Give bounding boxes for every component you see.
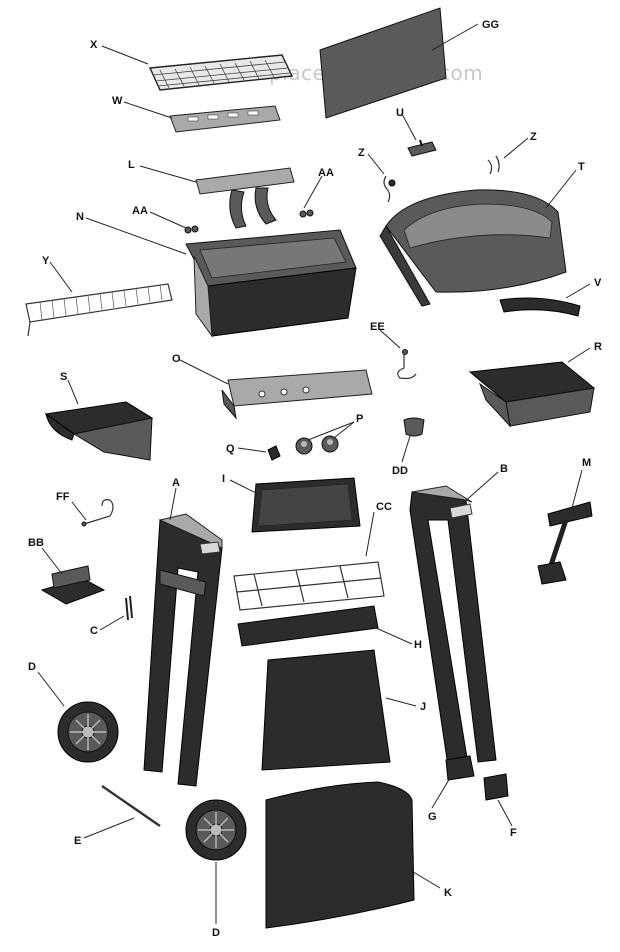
label-O: O: [172, 353, 181, 365]
label-N: N: [76, 211, 84, 223]
igniter-electrode: [407, 139, 437, 157]
label-L: L: [128, 159, 135, 171]
lower-front-panel: [261, 649, 391, 771]
label-R: R: [594, 341, 602, 353]
burner: [195, 167, 295, 229]
label-DD: DD: [392, 465, 408, 477]
label-E: E: [74, 835, 81, 847]
label-Q: Q: [226, 443, 235, 455]
back-panel: [319, 7, 447, 119]
wheel-lower: [185, 799, 247, 861]
label-B: B: [500, 463, 508, 475]
leg-bracket: [445, 755, 475, 781]
label-H: H: [414, 639, 422, 651]
cart-leg-left: [143, 513, 223, 787]
cross-brace: [237, 605, 379, 647]
tank-hook: [81, 499, 114, 527]
label-GG: GG: [482, 19, 499, 31]
axle: [101, 785, 161, 827]
label-V: V: [594, 277, 602, 289]
lid-hinge-pin-right: [487, 155, 500, 175]
label-BB: BB: [28, 537, 44, 549]
label-D-upper: D: [28, 661, 36, 673]
heat-plate: [169, 105, 281, 133]
label-Z-left: Z: [358, 147, 365, 159]
label-A: A: [172, 477, 180, 489]
control-knob-left: [295, 437, 313, 455]
side-shelf-right: [468, 361, 596, 428]
side-shelf-left: [44, 401, 154, 461]
label-F: F: [510, 827, 517, 839]
tank-retainer: [125, 595, 133, 621]
label-D-lower: D: [212, 927, 220, 939]
label-X: X: [90, 39, 98, 51]
label-S: S: [60, 371, 67, 383]
label-T: T: [578, 161, 585, 173]
label-AA-right: AA: [318, 167, 334, 179]
control-knob-right: [321, 435, 339, 453]
lid: [379, 189, 567, 307]
bottom-panel: [265, 781, 415, 929]
front-panel: [251, 477, 361, 533]
control-panel: [221, 369, 373, 420]
label-EE: EE: [370, 321, 385, 333]
label-FF: FF: [56, 491, 70, 503]
lid-hinge-pin-left: [383, 175, 396, 203]
tank-bracket: [40, 565, 106, 605]
label-P: P: [356, 413, 363, 425]
label-Z-right: Z: [530, 131, 537, 143]
leg-foot: [483, 773, 509, 801]
burner-clip-left: [184, 225, 199, 234]
warming-rack: [25, 283, 173, 337]
label-Y: Y: [42, 255, 50, 267]
label-M: M: [582, 457, 591, 469]
lid-handle: [499, 297, 581, 317]
label-U: U: [396, 107, 404, 119]
bottom-shelf-wire: [233, 561, 385, 611]
label-C: C: [90, 625, 98, 637]
burner-clip-right: [299, 209, 314, 218]
label-I: I: [222, 473, 225, 485]
wheel-upper: [57, 701, 119, 763]
cooking-grate: [148, 54, 294, 91]
leader-lines: [37, 23, 591, 924]
label-CC: CC: [376, 501, 392, 513]
igniter-button: [267, 445, 281, 461]
label-W: W: [112, 95, 123, 107]
match-holder: [397, 349, 417, 380]
cart-leg-right: [409, 485, 497, 767]
regulator-hose: [537, 501, 593, 585]
label-K: K: [444, 887, 452, 899]
grease-cup: [403, 417, 425, 437]
firebox: [185, 229, 357, 338]
label-J: J: [420, 701, 426, 713]
label-AA-left: AA: [132, 205, 148, 217]
label-G: G: [428, 811, 437, 823]
callout-labels: X GG W U Z Z L AA AA T N Y V EE O R S P …: [28, 19, 602, 939]
